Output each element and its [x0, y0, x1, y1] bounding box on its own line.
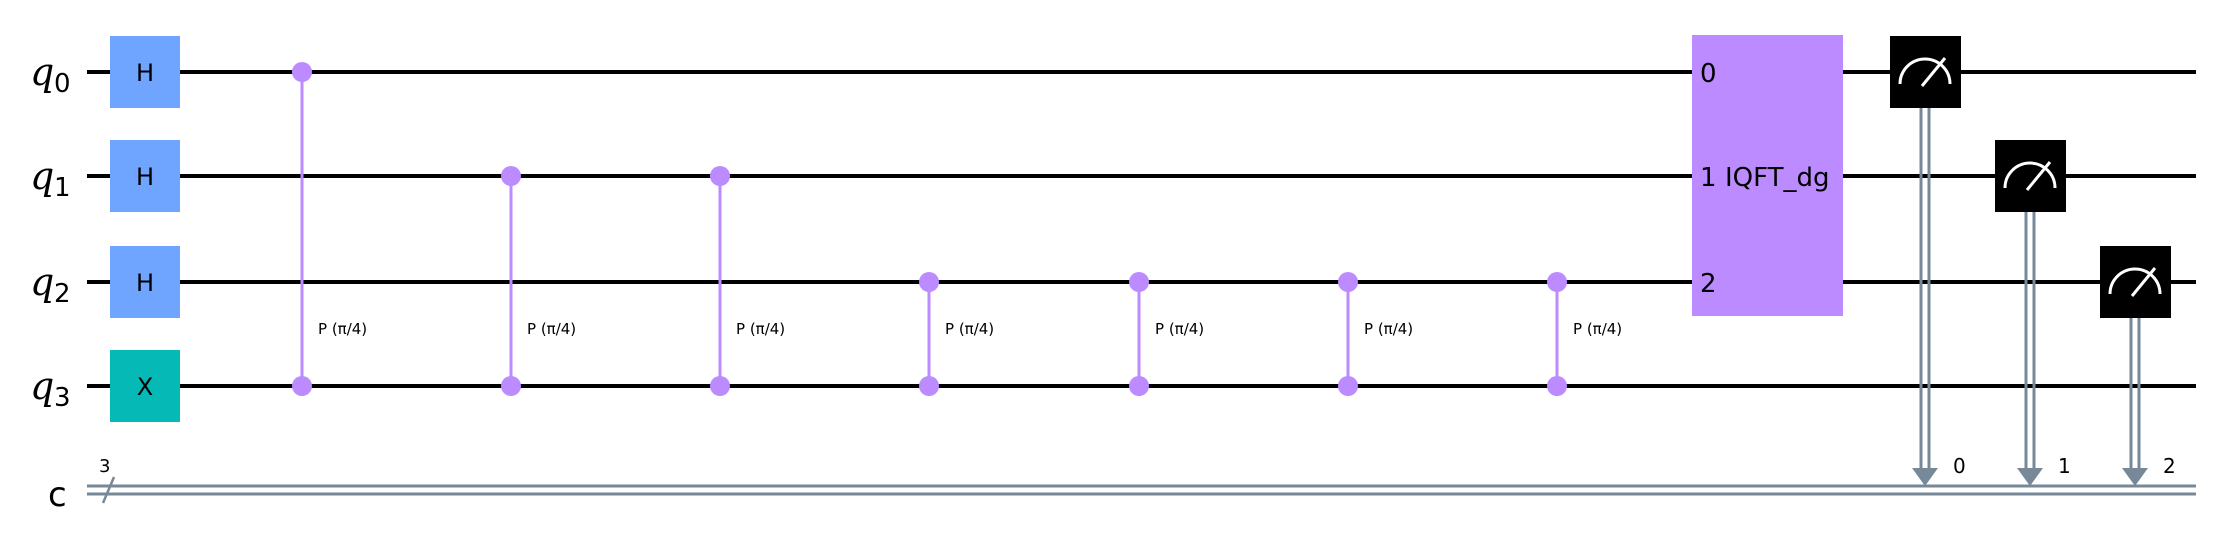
cphase-label: P (π/4) — [1155, 320, 1204, 338]
cphase-target-dot — [501, 376, 521, 396]
cphase-label: P (π/4) — [318, 320, 367, 338]
cphase-label: P (π/4) — [527, 320, 576, 338]
cphase-target-dot — [919, 376, 939, 396]
cphase-target-dot — [710, 376, 730, 396]
gate-h-label: H — [136, 59, 154, 87]
measure-box — [1890, 36, 1961, 108]
gate-x-box — [110, 350, 180, 422]
gate-h-box — [110, 36, 180, 108]
cphase-label: P (π/4) — [945, 320, 994, 338]
iqft-dg-label: IQFT_dg — [1725, 163, 1830, 193]
gate-h-box — [110, 140, 180, 212]
cphase-label: P (π/4) — [1573, 320, 1622, 338]
cphase-control-dot — [292, 62, 312, 82]
meter-needle-icon — [2025, 161, 2052, 191]
cphase-target-dot — [1547, 376, 1567, 396]
measure-box — [2100, 246, 2171, 318]
meter-arc-icon — [2003, 161, 2057, 189]
gate-x-label: X — [137, 373, 153, 401]
qubit-index-3: 3 — [54, 383, 71, 413]
measure-bit-label: 1 — [2058, 454, 2071, 478]
measure-arrow-icon — [2122, 468, 2148, 486]
meter-needle-icon — [1920, 57, 1947, 87]
cphase-control-dot — [919, 272, 939, 292]
meter-arc-icon — [2108, 267, 2162, 295]
iqft-port-label: 1 — [1700, 163, 1717, 193]
cphase-control-dot — [710, 166, 730, 186]
cphase-label: P (π/4) — [1364, 320, 1413, 338]
iqft-dg-box — [1692, 35, 1843, 316]
cphase-target-dot — [1338, 376, 1358, 396]
meter-arc-icon — [1898, 57, 1952, 85]
classical-bundle-slash — [101, 476, 116, 504]
measure-bit-label: 0 — [1953, 454, 1966, 478]
classical-size: 3 — [99, 456, 110, 477]
measure-arrow-icon — [2017, 468, 2043, 486]
cphase-target-dot — [1129, 376, 1149, 396]
cphase-control-dot — [1129, 272, 1149, 292]
qubit-index-1: 1 — [54, 173, 71, 203]
iqft-port-label: 2 — [1700, 269, 1717, 299]
classical-label: c — [48, 475, 67, 515]
qubit-label-1: q — [30, 154, 54, 198]
measure-box — [1995, 140, 2066, 212]
qubit-label-0: q — [30, 50, 54, 94]
measure-bit-label: 2 — [2163, 454, 2176, 478]
iqft-port-label: 0 — [1700, 59, 1717, 89]
meter-needle-icon — [2130, 267, 2157, 297]
cphase-control-dot — [501, 166, 521, 186]
qubit-label-2: q — [30, 260, 54, 304]
gate-h-label: H — [136, 269, 154, 297]
measure-arrow-icon — [1912, 468, 1938, 486]
cphase-control-dot — [1547, 272, 1567, 292]
cphase-control-dot — [1338, 272, 1358, 292]
gate-h-box — [110, 246, 180, 318]
qubit-index-0: 0 — [54, 69, 71, 99]
qubit-index-2: 2 — [54, 279, 71, 309]
cphase-label: P (π/4) — [736, 320, 785, 338]
cphase-target-dot — [292, 376, 312, 396]
qubit-label-3: q — [30, 364, 54, 408]
gate-h-label: H — [136, 163, 154, 191]
